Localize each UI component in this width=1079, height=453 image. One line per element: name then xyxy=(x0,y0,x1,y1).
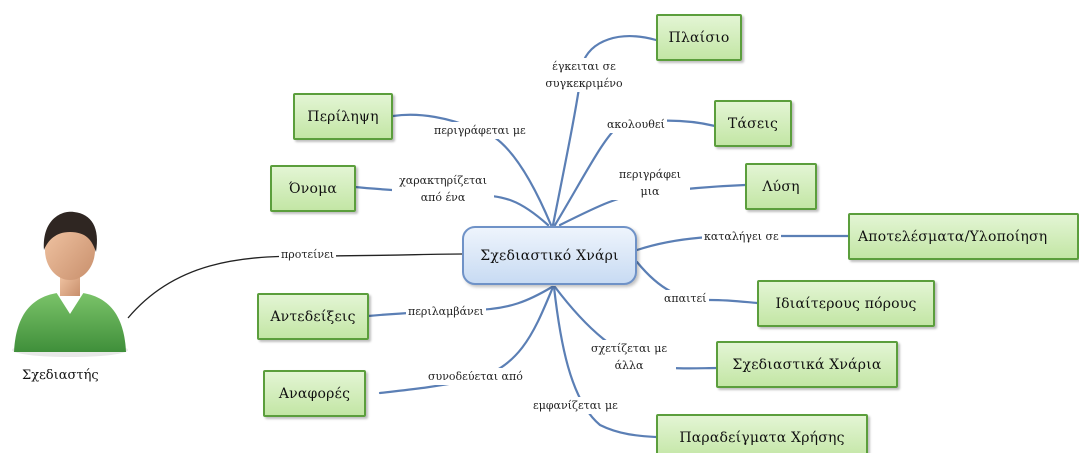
node-plaisio[interactable]: Πλαίσιο xyxy=(656,14,742,61)
central-node[interactable]: Σχεδιαστικό Χνάρι xyxy=(462,226,637,285)
connector-poroi xyxy=(635,260,759,305)
node-xnaria[interactable]: Σχεδιαστικά Χνάρια xyxy=(716,341,898,388)
node-lysi[interactable]: Λύση xyxy=(745,163,817,210)
relation-perilipsi: περιγράφεται με xyxy=(432,122,528,139)
node-antendeixeis[interactable]: Αντεδείξεις xyxy=(257,293,369,340)
relation-poroi: απαιτεί xyxy=(662,290,709,307)
relation-antendeixeis: περιλαμβάνει xyxy=(406,303,486,320)
node-onoma[interactable]: Όνομα xyxy=(270,165,356,212)
node-anafores[interactable]: Αναφορές xyxy=(263,370,366,417)
actor-label: Σχεδιαστής xyxy=(22,368,99,383)
relation-actor: προτείνει xyxy=(279,246,337,263)
relation-anafores: συνοδεύεται από xyxy=(426,368,525,385)
relation-taseis: ακολουθεί xyxy=(605,116,667,133)
node-poroi[interactable]: Ιδιαίτερους πόρους xyxy=(757,280,935,327)
relation-paradeigmata: εμφανίζεται με xyxy=(531,397,620,414)
node-perilipsi[interactable]: Περίληψη xyxy=(293,93,393,140)
node-paradeigmata[interactable]: Παραδείγματα Χρήσης xyxy=(656,414,868,453)
connector-paradeigmata xyxy=(552,285,658,439)
node-taseis[interactable]: Τάσεις xyxy=(714,100,792,147)
relation-xnaria: σχετίζεται με άλλα xyxy=(582,340,676,374)
person-icon xyxy=(12,211,128,357)
node-apotelesmata[interactable]: Αποτελέσματα/Υλοποίηση xyxy=(848,213,1079,260)
relation-lysi: περιγράφει μια xyxy=(610,166,690,200)
relation-onoma: χαρακτηρίζεται από ένα xyxy=(392,172,494,206)
relation-plaisio: έγκειται σε συγκεκριμένο xyxy=(535,58,633,92)
relation-apotelesmata: καταλήγει σε xyxy=(702,228,781,245)
